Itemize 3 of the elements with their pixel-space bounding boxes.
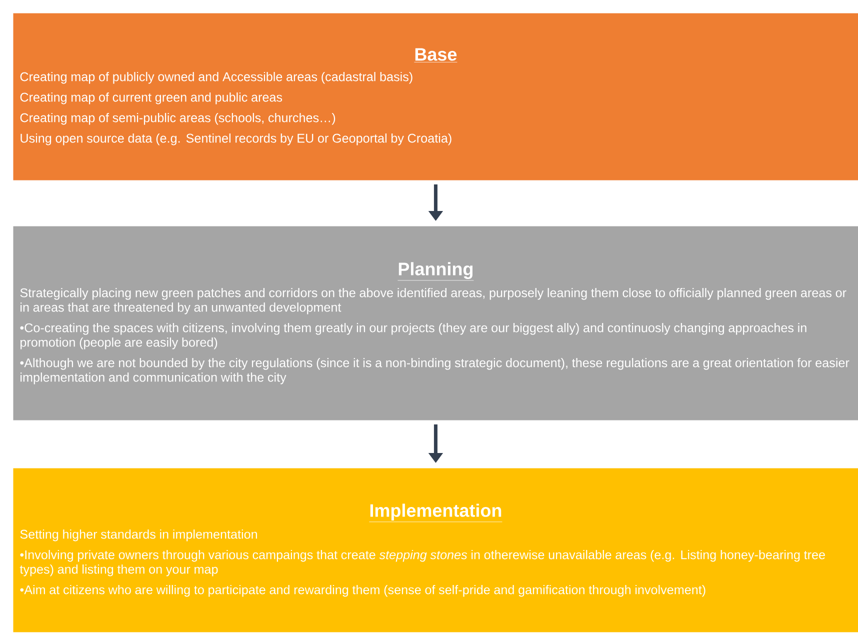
stage-box: Base Creating map of publicly owned and Accessible areas (cadastral basis) Creating map of current green and public areas Creating map of semi-public areas (schools, churches…) Using open source data (e.g. Sentinel records by EU or Geoportal by Croatia) bbox=[13, 13, 858, 180]
stage-box: Implementation Setting higher standards in implementation •Involving private owners through various campaings that create stepping stones in otherewise unavailable areas (e.g. Listing honey-bearing tree types) and listing them on your map •Aim at citizens who are willing to participate and rewarding them (sense of self-pride and gamification through involvement) bbox=[13, 468, 858, 632]
stage-box: Planning Strategically placing new green patches and corridors on the above identified areas, purposely leaning them close to officially planned green areas or in areas that are threatened by an unwanted development •Co-creating the spaces with citizens, involving them greatly in our projects (they are our biggest ally) and continuosly changing approaches in promotion (people are easily bored) •Although we are not bounded by the city regulations (since it is a non-binding strategic document), these regulations are a great orientation for easier implementation and communication with the city bbox=[13, 226, 858, 420]
